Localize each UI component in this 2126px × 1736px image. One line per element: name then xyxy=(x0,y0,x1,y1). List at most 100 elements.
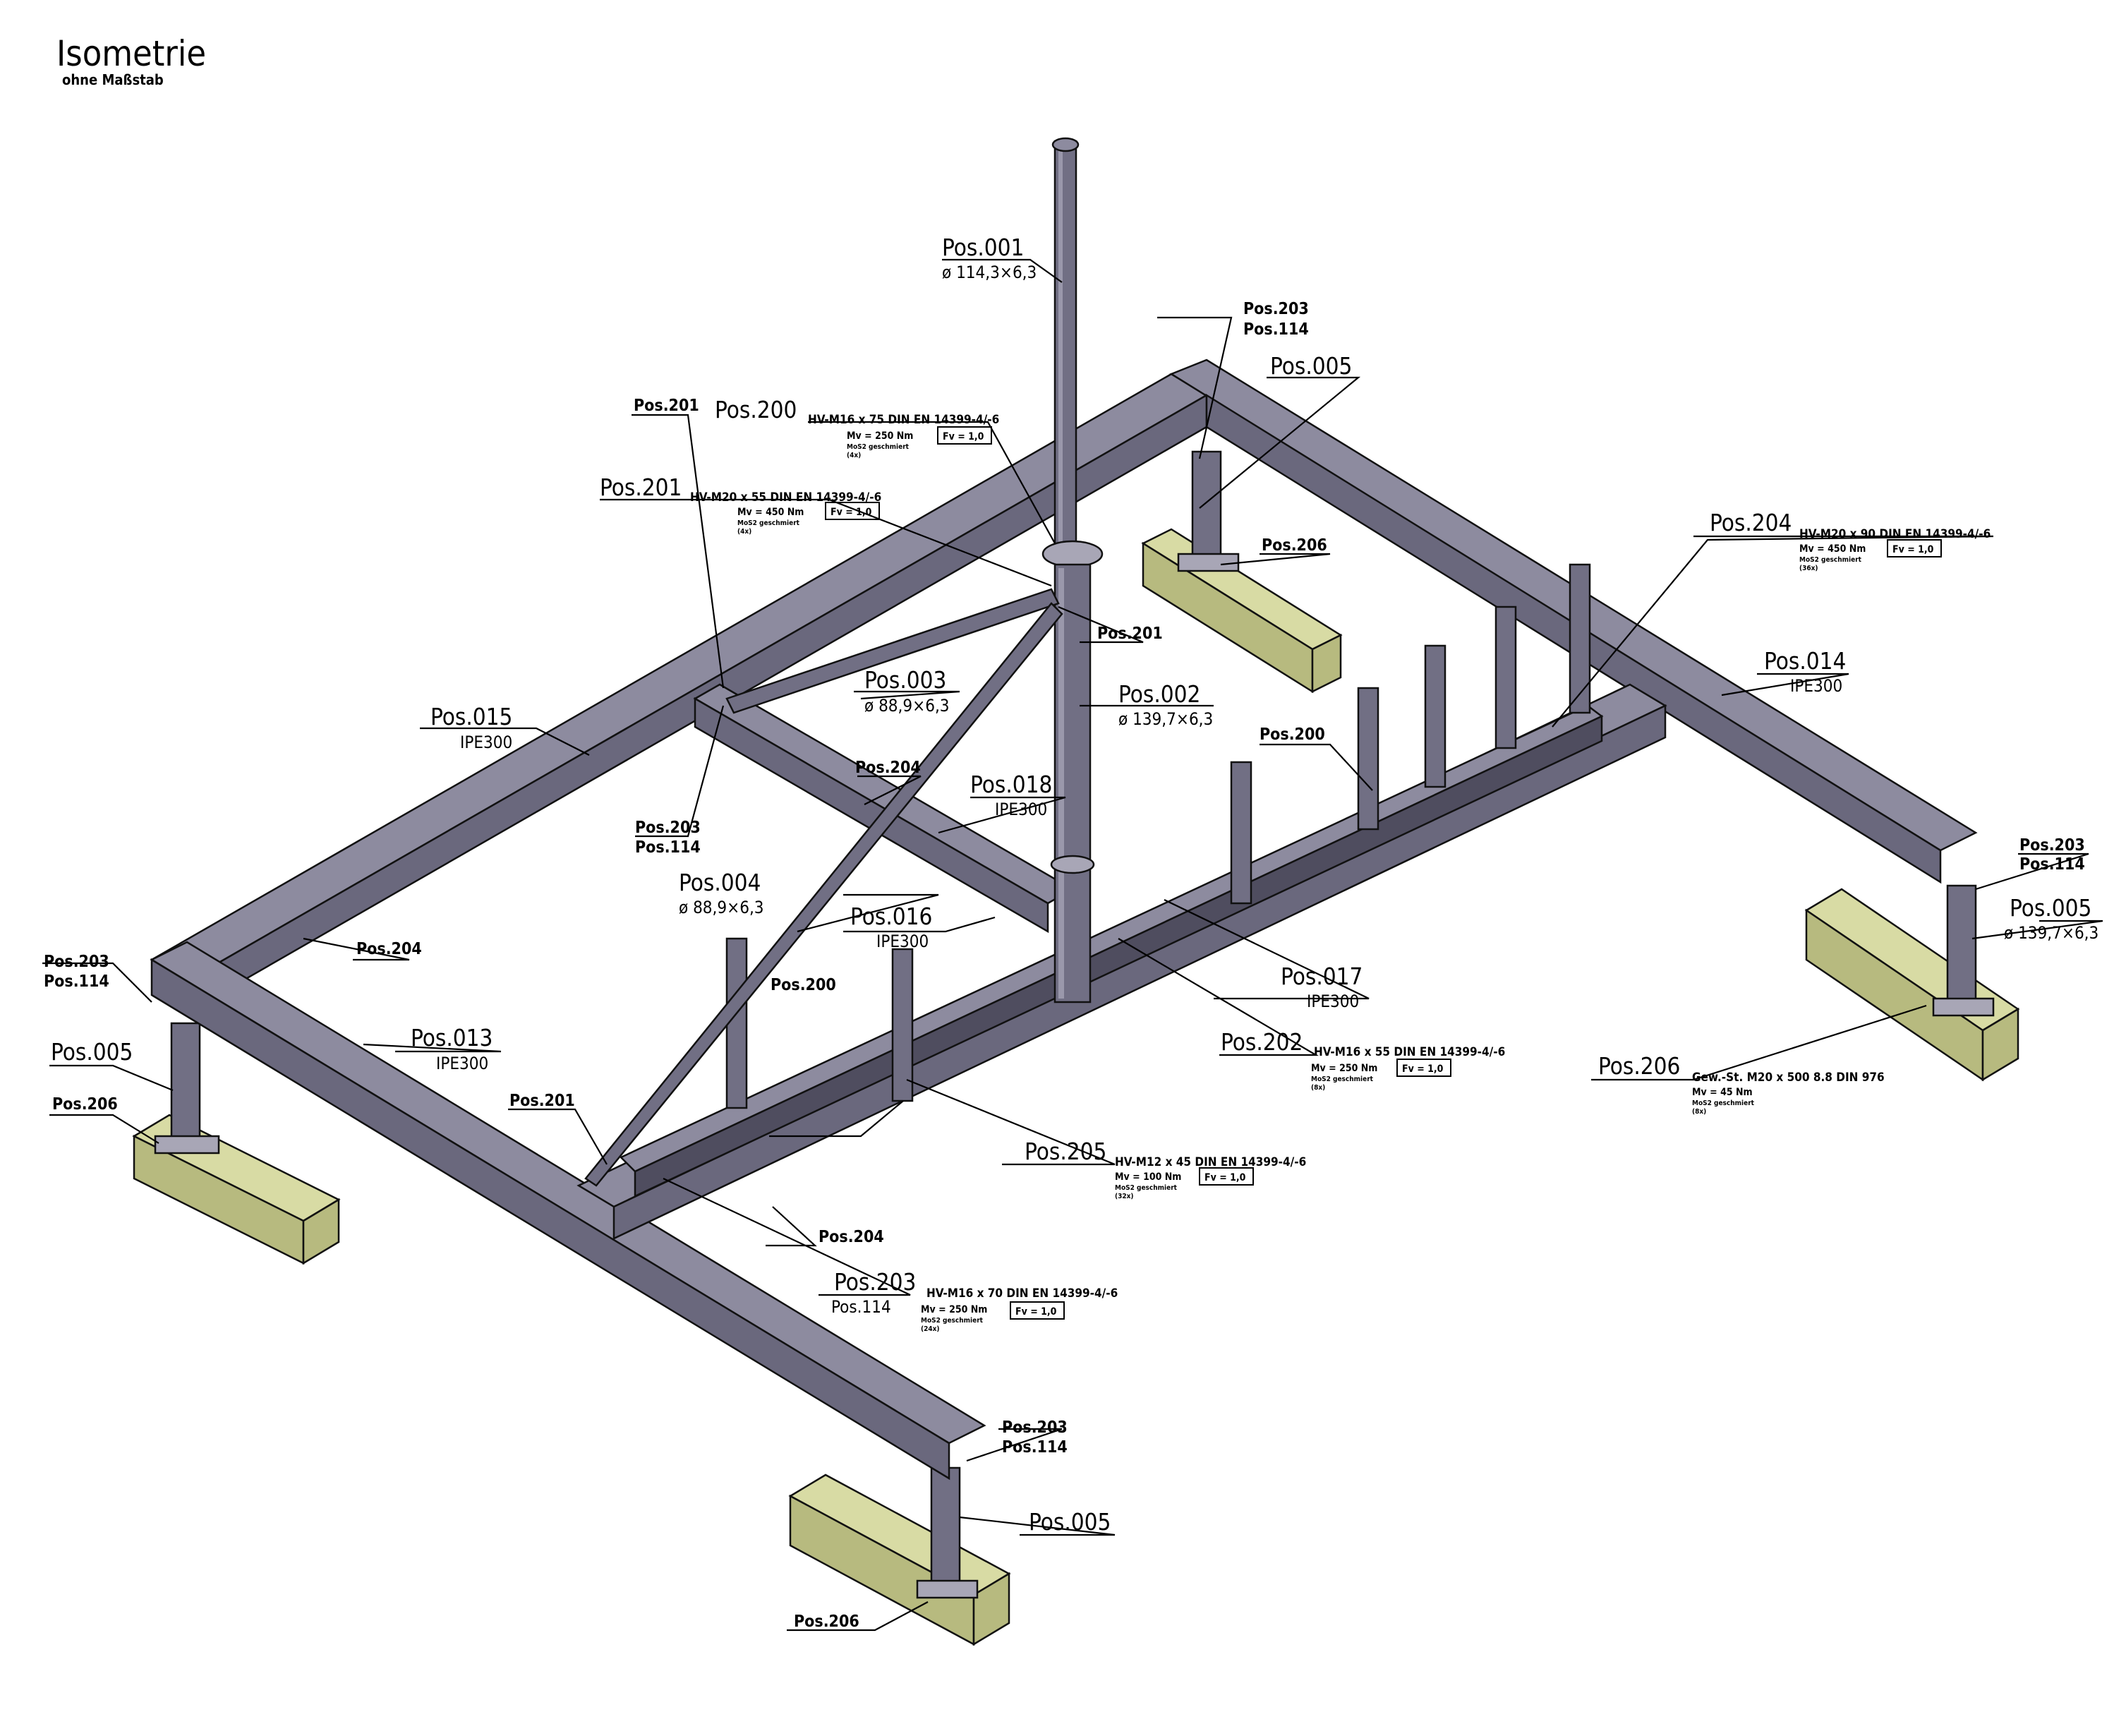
label-pos017: Pos.017 xyxy=(1281,963,1363,990)
note-pos206: MoS2 geschmiert xyxy=(1692,1099,1755,1107)
label-pos204-left: Pos.204 xyxy=(356,940,422,958)
spec-pos206: Gew.-St. M20 x 500 8.8 DIN 976 xyxy=(1692,1071,1885,1085)
label-pos002-dim: ø 139,7×6,3 xyxy=(1118,709,1213,729)
torque-pos206: Mv = 45 Nm xyxy=(1692,1087,1753,1098)
spec-pos201: HV-M20 x 55 DIN EN 14399-4/-6 xyxy=(690,490,881,505)
beam-pos013 xyxy=(150,941,986,1481)
fv-box-pos203 xyxy=(1010,1301,1065,1320)
note-pos203: MoS2 geschmiert xyxy=(921,1317,984,1325)
label-pos203-top: Pos.203 xyxy=(1243,300,1309,318)
label-pos018: Pos.018 xyxy=(970,771,1052,798)
torque-pos201: Mv = 450 Nm xyxy=(737,507,804,518)
fv-box-pos202 xyxy=(1396,1059,1451,1077)
stub-columns xyxy=(725,563,1591,1109)
fv-box-pos201 xyxy=(825,502,880,520)
qty-pos200: (4x) xyxy=(847,452,861,459)
leader-lines xyxy=(42,258,2103,1632)
label-pos005-left: Pos.005 xyxy=(51,1038,133,1066)
label-pos004-dim: ø 88,9×6,3 xyxy=(679,898,764,917)
qty-pos204: (36x) xyxy=(1799,565,1818,572)
label-pos205: Pos.205 xyxy=(1025,1138,1106,1165)
label-pos201-left: Pos.201 xyxy=(634,397,699,415)
label-pos202: Pos.202 xyxy=(1221,1028,1303,1056)
label-pos016: Pos.016 xyxy=(850,903,932,930)
torque-pos205: Mv = 100 Nm xyxy=(1115,1171,1181,1183)
label-pos005-top: Pos.005 xyxy=(1270,352,1352,380)
label-pos001-dim: ø 114,3×6,3 xyxy=(942,263,1037,282)
drawing-subtitle: ohne Maßstab xyxy=(62,71,164,88)
label-pos014: Pos.014 xyxy=(1764,647,1846,675)
fv-box-pos204 xyxy=(1887,539,1942,557)
fv-pos200: Fv = 1,0 xyxy=(943,431,984,442)
label-pos016-profile: IPE300 xyxy=(876,932,929,951)
fv-box-pos205 xyxy=(1199,1167,1254,1186)
qty-pos203: (24x) xyxy=(921,1325,940,1333)
spec-pos205: HV-M12 x 45 DIN EN 14399-4/-6 xyxy=(1115,1155,1306,1169)
spec-pos203: HV-M16 x 70 DIN EN 14399-4/-6 xyxy=(926,1286,1118,1301)
label-pos005-right-dim: ø 139,7×6,3 xyxy=(2004,923,2098,943)
label-pos203-mid: Pos.203 xyxy=(635,819,701,837)
label-pos203-left: Pos.203 xyxy=(44,953,109,971)
qty-pos201: (4x) xyxy=(737,528,751,536)
label-pos206-left: Pos.206 xyxy=(52,1095,118,1114)
drawing-title: Isometrie xyxy=(56,33,206,74)
spec-pos202: HV-M16 x 55 DIN EN 14399-4/-6 xyxy=(1314,1045,1505,1059)
label-pos114-bottom: Pos.114 xyxy=(831,1297,891,1317)
label-pos005-right: Pos.005 xyxy=(2010,894,2091,922)
base-plate-top xyxy=(1177,553,1240,572)
base-plate-left xyxy=(154,1135,220,1155)
steel-structure xyxy=(132,137,2020,1646)
fv-pos204: Fv = 1,0 xyxy=(1892,544,1934,555)
label-pos204-lower: Pos.204 xyxy=(819,1228,884,1246)
support-column-right xyxy=(1946,884,1977,1007)
note-pos202: MoS2 geschmiert xyxy=(1311,1075,1374,1083)
label-pos003: Pos.003 xyxy=(864,666,946,694)
label-pos203-right: Pos.203 xyxy=(2019,836,2085,855)
support-column-left xyxy=(170,1022,201,1148)
label-pos201-mid: Pos.201 xyxy=(1097,625,1163,643)
label-pos014-profile: IPE300 xyxy=(1790,676,1842,696)
fv-pos203: Fv = 1,0 xyxy=(1015,1306,1057,1318)
label-pos206-right: Pos.206 xyxy=(1598,1052,1680,1080)
fv-box-pos200 xyxy=(937,426,992,445)
label-pos204-right: Pos.204 xyxy=(1710,509,1792,536)
label-pos013-profile: IPE300 xyxy=(436,1054,488,1073)
qty-pos206: (8x) xyxy=(1692,1108,1706,1116)
label-pos206-bottom: Pos.206 xyxy=(794,1613,859,1631)
label-pos003-dim: ø 88,9×6,3 xyxy=(864,696,950,716)
label-pos203-bottom: Pos.203 xyxy=(834,1268,916,1296)
label-pos114-lowright: Pos.114 xyxy=(1002,1438,1068,1457)
torque-pos202: Mv = 250 Nm xyxy=(1311,1063,1377,1074)
label-pos201-lower: Pos.201 xyxy=(509,1092,575,1110)
label-pos200-right: Pos.200 xyxy=(1260,725,1325,744)
label-pos015: Pos.015 xyxy=(430,703,512,730)
label-pos015-profile: IPE300 xyxy=(460,733,512,752)
support-column-top xyxy=(1191,450,1222,566)
note-pos204: MoS2 geschmiert xyxy=(1799,556,1862,564)
fv-pos201: Fv = 1,0 xyxy=(831,507,872,518)
footing-beam-right xyxy=(1804,888,2020,1082)
label-pos013: Pos.013 xyxy=(411,1024,493,1051)
note-pos205: MoS2 geschmiert xyxy=(1115,1184,1178,1192)
qty-pos205: (32x) xyxy=(1115,1193,1134,1200)
label-pos201-top: Pos.201 xyxy=(600,474,682,501)
label-pos200: Pos.200 xyxy=(715,396,797,423)
mast xyxy=(1041,137,1104,1003)
beam-pos018 xyxy=(693,683,1075,934)
label-pos017-profile: IPE300 xyxy=(1307,991,1359,1011)
braces xyxy=(584,588,1063,1187)
label-pos200-lower: Pos.200 xyxy=(771,976,836,994)
label-pos203-lowright: Pos.203 xyxy=(1002,1418,1068,1437)
torque-pos203: Mv = 250 Nm xyxy=(921,1304,987,1315)
qty-pos202: (8x) xyxy=(1311,1084,1325,1092)
label-pos204-mid: Pos.204 xyxy=(855,759,921,777)
spec-pos204: HV-M20 x 90 DIN EN 14399-4/-6 xyxy=(1799,527,1991,541)
base-plate-bottom xyxy=(916,1579,979,1599)
spec-pos200: HV-M16 x 75 DIN EN 14399-4/-6 xyxy=(808,413,999,427)
label-pos114-top: Pos.114 xyxy=(1243,320,1309,339)
support-column-bottom xyxy=(930,1466,961,1589)
beam-pos016 xyxy=(619,704,1604,1198)
label-pos005-bottom: Pos.005 xyxy=(1029,1508,1111,1536)
note-pos201: MoS2 geschmiert xyxy=(737,519,800,527)
base-plate-right xyxy=(1932,997,1995,1017)
